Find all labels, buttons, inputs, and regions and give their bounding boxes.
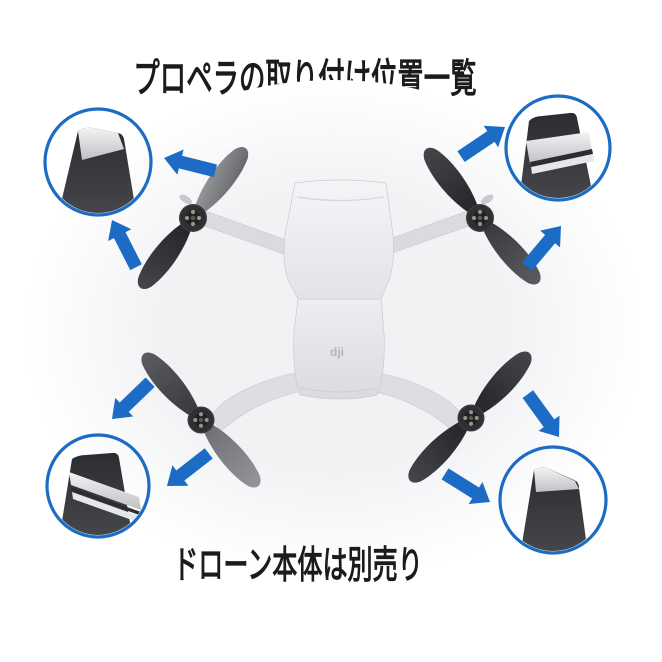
white-stripe-marking: [69, 472, 141, 510]
callout-bottom-left: [45, 433, 151, 539]
caption-sold-separately: ドローン本体は別売り: [173, 545, 423, 587]
callout-bottom-right: [498, 445, 608, 555]
white-stripe-marking-2: [531, 154, 594, 174]
callout-top-left: [43, 107, 153, 217]
propeller-rear-right: [401, 345, 539, 490]
propeller-tip-image: [56, 127, 138, 213]
callout-ring-top-left: [43, 107, 153, 217]
white-stripe-marking: [526, 132, 592, 164]
propeller-rear-left: [134, 346, 268, 494]
callout-top-right: [504, 94, 612, 202]
silver-tip-marking: [534, 467, 579, 492]
propeller-front-left: [130, 141, 256, 295]
callout-ring-bottom-left: [45, 433, 151, 539]
propeller-front-right: [416, 141, 548, 291]
silver-tip-marking: [78, 127, 124, 160]
rear-left-arm: [209, 371, 304, 432]
white-stripe-marking-2: [72, 492, 143, 524]
thin-stripe-marking: [71, 487, 142, 516]
callout-ring-top-right: [504, 94, 612, 202]
dji-logo: dji: [330, 345, 344, 359]
thin-stripe-marking: [530, 149, 593, 167]
drone-top-view: dji: [130, 141, 548, 494]
drone-body: dji: [283, 179, 394, 400]
callout-ring-bottom-right: [498, 445, 608, 555]
